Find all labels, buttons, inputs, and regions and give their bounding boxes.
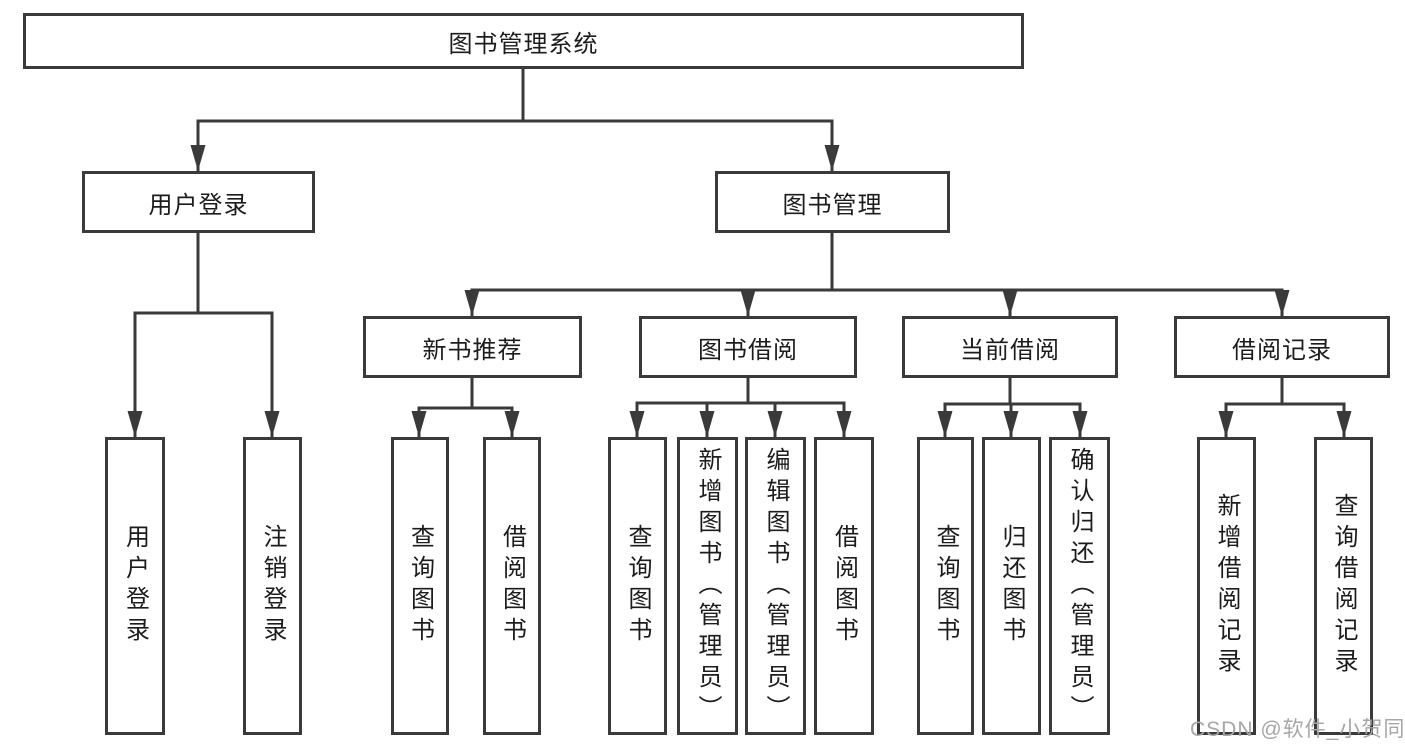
node-return-books: 归还图书 — [982, 437, 1041, 735]
node-query-books-under-borrowing: 查询图书 — [608, 437, 667, 735]
node-query-borrow-record: 查询借阅记录 — [1314, 437, 1373, 735]
node-borrow-books-under-borrowing: 借阅图书 — [814, 437, 874, 735]
node-query-books-under-recommendation: 查询图书 — [391, 437, 449, 735]
node-book-management: 图书管理 — [715, 171, 950, 233]
node-book-borrowing: 图书借阅 — [639, 316, 857, 378]
watermark-text: CSDN @软件_小贺同学 — [1190, 718, 1405, 741]
node-user-login-action: 用户登录 — [105, 437, 165, 735]
connector-group — [127, 67, 1352, 439]
node-confirm-return-admin: 确认归还（管理员） — [1049, 437, 1110, 735]
node-query-books-under-current: 查询图书 — [917, 437, 974, 735]
node-borrow-books-under-recommendation: 借阅图书 — [483, 437, 541, 735]
node-edit-books-admin: 编辑图书（管理员） — [745, 437, 806, 735]
node-add-books-admin: 新增图书（管理员） — [677, 437, 738, 735]
node-logout-action: 注销登录 — [243, 437, 302, 735]
node-borrowing-records: 借阅记录 — [1174, 316, 1390, 378]
node-add-borrow-record: 新增借阅记录 — [1197, 437, 1256, 735]
node-library-management-system: 图书管理系统 — [23, 13, 1024, 69]
node-current-borrowing: 当前借阅 — [902, 316, 1118, 378]
node-user-login: 用户登录 — [82, 171, 315, 233]
node-new-book-recommendation: 新书推荐 — [363, 316, 582, 378]
